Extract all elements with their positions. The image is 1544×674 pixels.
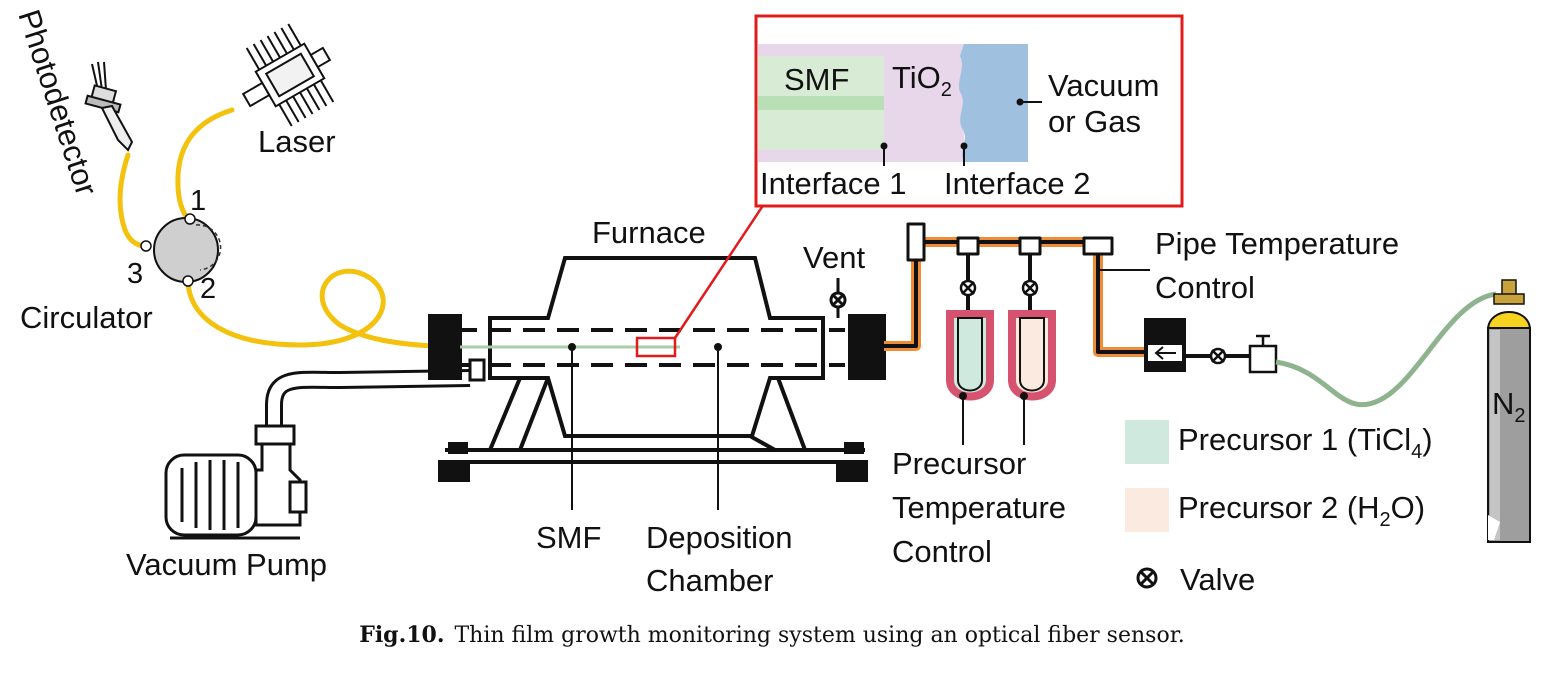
legend-valve-icon: [1136, 567, 1158, 589]
inset-interface-1-label: Interface 1: [760, 166, 906, 201]
vacuum-pump-icon: [164, 369, 471, 540]
inset-gas-region: [959, 44, 1028, 162]
furnace-label: Furnace: [592, 215, 706, 250]
port-1-label: 1: [190, 185, 206, 217]
n2-label: N2: [1492, 386, 1526, 427]
precursor-2-tube: [1008, 310, 1056, 401]
inset-smf-label: SMF: [784, 62, 849, 97]
valve-icon-n2-line: [1209, 347, 1227, 365]
fiber-photodetector-to-port3: [117, 152, 149, 249]
precursor-temperature-label-3: Control: [892, 534, 992, 569]
pipe-temperature-label-1: Pipe Temperature: [1155, 226, 1399, 261]
inset-smf-core: [758, 96, 884, 110]
valve-icon-precursor-1: [959, 279, 977, 297]
inset-interface-2-label: Interface 2: [944, 166, 1090, 201]
port-2-label: 2: [200, 273, 216, 305]
fiber-inset: SMF TiO2 Vacuum or Gas Interface 1 Inter…: [754, 14, 1184, 208]
legend-swatch-precursor-2: [1125, 488, 1169, 532]
circulator-icon: [140, 213, 222, 287]
n2-cylinder-icon: [1486, 279, 1532, 543]
regulator-icon: [1248, 334, 1278, 374]
precursor-1-tube: [946, 310, 994, 401]
legend-valve-label: Valve: [1180, 562, 1255, 597]
heated-pipes: [884, 222, 1148, 357]
pipe-temperature-label-2: Control: [1155, 270, 1255, 305]
vacuum-pump-label: Vacuum Pump: [126, 547, 327, 582]
precursor-temperature-label-2: Temperature: [892, 490, 1066, 525]
port-3-label: 3: [127, 258, 143, 290]
inset-vacuum-label-1: Vacuum: [1048, 68, 1159, 103]
deposition-chamber: [428, 314, 886, 382]
laser-icon: [241, 23, 335, 127]
deposition-chamber-label-2: Chamber: [646, 563, 774, 598]
flow-controller-icon: [1144, 318, 1186, 372]
inset-vacuum-label-2: or Gas: [1048, 104, 1141, 139]
furnace-stand: [438, 377, 868, 482]
n2-hose: [1275, 291, 1497, 408]
fiber-port2-to-chamber: [185, 268, 435, 349]
precursor-temperature-label-1: Precursor: [892, 446, 1026, 481]
inset-tio2-label: TiO2: [892, 60, 952, 101]
figure-caption: Fig.10. Thin film growth monitoring syste…: [0, 622, 1544, 648]
legend-precursor-2-label: Precursor 2 (H2O): [1178, 490, 1425, 531]
valve-icon-precursor-2: [1021, 279, 1039, 297]
legend-precursor-1-label: Precursor 1 (TiCl4): [1178, 422, 1433, 463]
circulator-label: Circulator: [20, 300, 153, 335]
figure-caption-text: Thin film growth monitoring system using…: [454, 623, 1185, 648]
smf-label: SMF: [536, 520, 601, 555]
vent-label: Vent: [803, 240, 865, 275]
fiber-laser-to-port1: [175, 107, 235, 225]
figure-caption-label: Fig.10.: [359, 622, 445, 648]
inset-leader: [673, 194, 772, 339]
legend-swatch-precursor-1: [1125, 420, 1169, 464]
laser-label: Laser: [258, 124, 336, 159]
inset-highlight-box: [635, 336, 677, 358]
deposition-chamber-label-1: Deposition: [646, 520, 792, 555]
photodetector-icon: [84, 61, 134, 152]
optical-fibers: [117, 107, 435, 349]
vent-icon: [829, 278, 847, 318]
